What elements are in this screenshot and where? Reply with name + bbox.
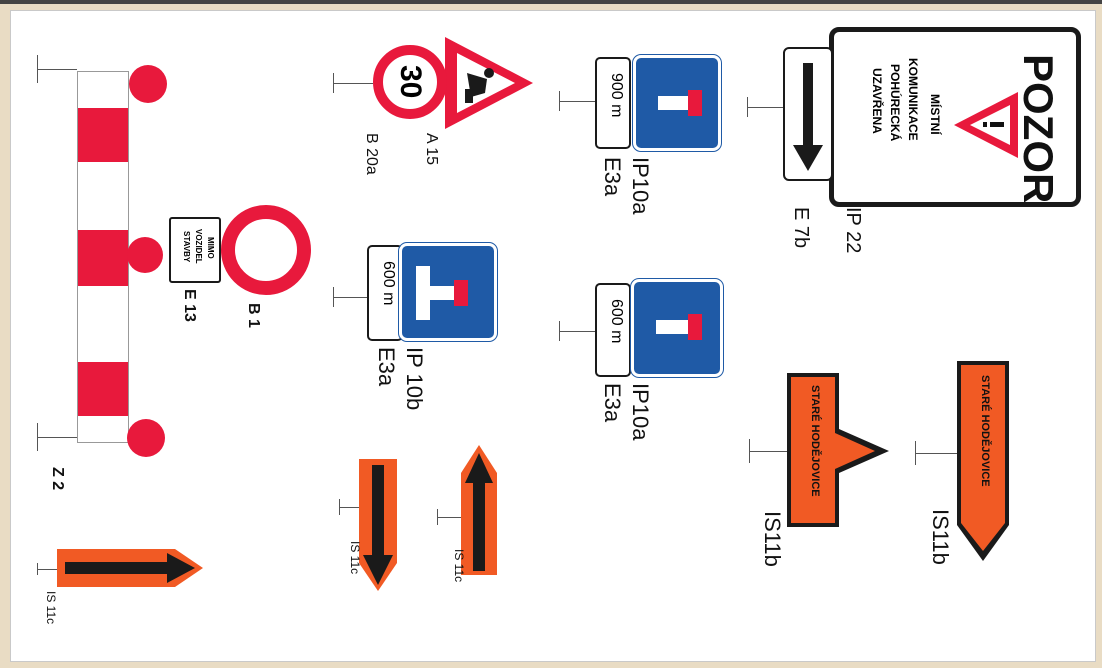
ip10a-2-post-tick xyxy=(559,321,560,341)
ip22-code: IP 22 xyxy=(842,207,864,254)
is11b-2-code: IS11b xyxy=(760,511,785,567)
z2-code: Z 2 xyxy=(49,467,66,491)
is11b-2-sign xyxy=(787,373,889,527)
is11b-1-sign xyxy=(957,361,1009,561)
warning-triangle-icon xyxy=(954,92,1018,158)
dead-end-side-road-icon xyxy=(416,266,468,320)
a15-code: A 15 xyxy=(423,133,440,166)
ip10a-1-plate-code: E3a xyxy=(600,157,625,197)
is11c-3-post xyxy=(37,569,57,570)
ip10b-plate-text: 600 m xyxy=(380,261,397,306)
z2-light-top xyxy=(129,65,167,103)
z2-post-top-tick xyxy=(37,55,38,83)
e7b-post-tick xyxy=(747,97,748,117)
ip10b-sign xyxy=(398,242,498,342)
is11c-3-post-tick xyxy=(37,563,38,575)
is11c-1-code: IS 11c xyxy=(452,549,466,583)
e7b-code: E 7b xyxy=(790,207,812,249)
is11b-1-text: STARÉ HODĚJOVICE xyxy=(979,375,991,487)
ip10a-1-post xyxy=(559,101,595,102)
is11c-2-post xyxy=(339,507,361,508)
is11c-1-post xyxy=(437,517,463,518)
ip10a-2-post xyxy=(559,331,595,332)
is11b-2-post xyxy=(749,451,787,452)
ip10b-post xyxy=(333,297,369,298)
is11c-1-post-tick xyxy=(437,509,438,525)
e13-text2: VOZIDEL xyxy=(194,229,203,264)
is11b-1-post xyxy=(915,453,957,454)
b20a-post-tick xyxy=(333,73,334,93)
ip10a-1-post-tick xyxy=(559,91,560,111)
ip10a-2-code: IP10a xyxy=(628,383,653,441)
b1-sign xyxy=(221,205,311,295)
ip10a-1-plate-text: 900 m xyxy=(608,73,625,118)
is11c-2-sign xyxy=(359,459,397,591)
b20a-value: 30 xyxy=(394,65,427,99)
ip10a-2-plate-text: 600 m xyxy=(608,299,625,344)
ip22-line1: MÍSTNÍ xyxy=(928,94,942,135)
b20a-post xyxy=(333,83,373,84)
is11b-2-post-tick xyxy=(749,439,750,463)
e13-code: E 13 xyxy=(181,289,198,322)
ip10a-2-sign xyxy=(630,278,724,378)
is11b-1-code: IS11b xyxy=(928,509,953,565)
z2-post-top xyxy=(37,69,77,70)
b20a-sign: 30 xyxy=(373,45,447,119)
ip10b-post-tick xyxy=(333,287,334,307)
ip10a-1-code: IP10a xyxy=(628,157,653,215)
dead-end-icon xyxy=(658,90,702,116)
dead-end-icon xyxy=(656,314,702,340)
ip22-sign: POZOR MÍSTNÍ KOMUNIKACE POHÚRECKÁ UZAVŘE… xyxy=(829,27,1081,207)
b20a-code: B 20a xyxy=(363,133,380,175)
e13-text3: STAVBY xyxy=(182,231,191,263)
top-border xyxy=(0,0,1102,4)
e7b-post xyxy=(747,107,783,108)
is11c-2-code: IS 11c xyxy=(348,541,362,575)
is11b-2-text: STARÉ HODĚJOVICE xyxy=(809,385,821,497)
is11c-3-code: IS 11c xyxy=(44,591,58,625)
z2-post-bottom-tick xyxy=(37,423,38,451)
is11c-3-sign xyxy=(57,549,203,587)
sign-sheet: POZOR MÍSTNÍ KOMUNIKACE POHÚRECKÁ UZAVŘE… xyxy=(10,10,1096,662)
e7b-sign xyxy=(783,47,833,181)
z2-light-middle xyxy=(127,237,163,273)
ip22-line3: POHÚRECKÁ xyxy=(888,64,902,142)
ip10a-2-plate-code: E3a xyxy=(600,383,625,423)
z2-barrier xyxy=(77,71,129,443)
is11c-1-sign xyxy=(461,445,497,575)
is11c-2-post-tick xyxy=(339,499,340,515)
e13-plate: MIMO VOZIDEL STAVBY xyxy=(169,217,221,283)
e13-text1: MIMO xyxy=(206,237,215,259)
b1-code: B 1 xyxy=(245,303,262,328)
z2-post-bottom xyxy=(37,437,77,438)
ip10b-code: IP 10b xyxy=(402,347,427,411)
ip10a-2-plate: 600 m xyxy=(595,283,631,377)
ip10a-1-plate: 900 m xyxy=(595,57,631,149)
ip10b-plate: 600 m xyxy=(367,245,403,341)
ip22-line4: UZAVŘENA xyxy=(870,68,884,134)
arrow-down-icon xyxy=(793,63,823,171)
a15-roadworks-sign xyxy=(445,37,533,129)
is11b-1-post-tick xyxy=(915,441,916,465)
ip10a-1-sign xyxy=(632,54,722,152)
z2-light-bottom xyxy=(127,419,165,457)
ip22-line2: KOMUNIKACE xyxy=(906,58,920,141)
ip10b-plate-code: E3a xyxy=(374,347,399,387)
